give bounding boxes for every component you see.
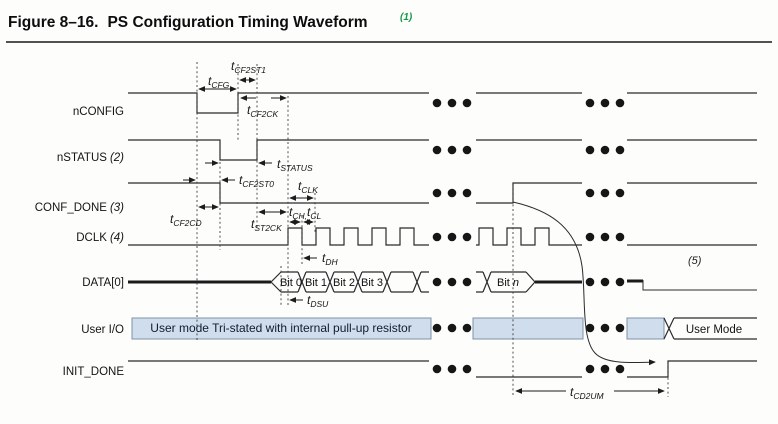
user-io-tristate-text: User mode Tri-stated with internal pull-…	[150, 321, 411, 335]
data0-driven-right	[535, 279, 643, 284]
data-bit3-label: Bit 3	[361, 277, 383, 289]
timing-label-tch-tcl: tCH,tCL	[289, 205, 321, 221]
signal-label-data0: DATA[0]	[82, 277, 124, 289]
data0-footnote-5: (5)	[688, 255, 702, 267]
title-footnote-ref: (1)	[400, 12, 413, 23]
data-bit2-label: Bit 2	[333, 277, 355, 289]
signal-label-dclk: DCLK(4)	[76, 232, 124, 244]
timing-label-tcfg: tCFG	[208, 74, 230, 90]
timing-label-tcf2st0: tCF2ST0	[239, 173, 274, 189]
timing-label-tcd2um: tCD2UM	[570, 385, 604, 401]
user-io-band-mid	[472, 317, 584, 340]
timing-label-tcf2st1: tCF2ST1	[231, 59, 266, 75]
user-io-waveform: User mode Tri-stated with internal pull-…	[131, 317, 757, 340]
timing-label-tstatus: tSTATUS	[277, 157, 313, 173]
timing-label-tcf2cd: tCF2CD	[170, 212, 202, 228]
dimension-arrows	[183, 77, 665, 394]
signal-label-nconfig: nCONFIG	[73, 106, 124, 118]
user-mode-label: User Mode	[686, 324, 742, 336]
data0-close-fork	[525, 271, 536, 293]
data0-release-step	[642, 280, 757, 291]
data0-bit-crossovers	[297, 271, 492, 293]
data-bit0-label: Bit 0	[280, 277, 302, 289]
timing-label-tcf2ck: tCF2CK	[247, 103, 279, 119]
signal-labels: nCONFIG nSTATUS(2) CONF_DONE(3) DCLK(4) …	[35, 106, 125, 378]
dots-column-2	[585, 98, 625, 374]
timing-label-tclk: tCLK	[298, 179, 318, 195]
signal-label-nstatus: nSTATUS(2)	[57, 152, 124, 164]
timing-label-tst2ck: tST2CK	[251, 217, 282, 233]
data-bit1-label: Bit 1	[305, 277, 327, 289]
data0-bit-rails	[281, 271, 526, 293]
nconfig-waveform	[128, 92, 757, 114]
user-io-band-tristate	[131, 317, 432, 340]
data0-open-fork	[270, 271, 282, 293]
timing-labels: tCF2ST1 tCFG tCF2CK tSTATUS tCF2ST0 tCLK…	[170, 59, 604, 401]
timing-label-tdh: tDH	[322, 251, 338, 267]
signal-label-init-done: INIT_DONE	[63, 366, 125, 378]
user-mode-rails	[674, 317, 757, 340]
conf-done-waveform	[128, 182, 757, 204]
figure-title: Figure 8–16.PS Configuration Timing Wave…	[8, 14, 368, 31]
dashed-reference-lines	[196, 62, 669, 397]
continuation-dots	[432, 98, 625, 374]
user-io-crossover	[663, 317, 675, 340]
signal-label-user-io: User I/O	[81, 324, 124, 336]
nstatus-waveform	[128, 139, 757, 161]
init-done-waveform	[128, 360, 757, 378]
signal-label-conf-done: CONF_DONE(3)	[35, 202, 124, 214]
dots-column-1	[432, 98, 472, 374]
user-io-band-right	[626, 317, 665, 340]
conf-done-to-init-done-curve	[512, 201, 656, 366]
dclk-waveform	[128, 227, 757, 246]
timing-label-tdsu: tDSU	[307, 293, 329, 309]
